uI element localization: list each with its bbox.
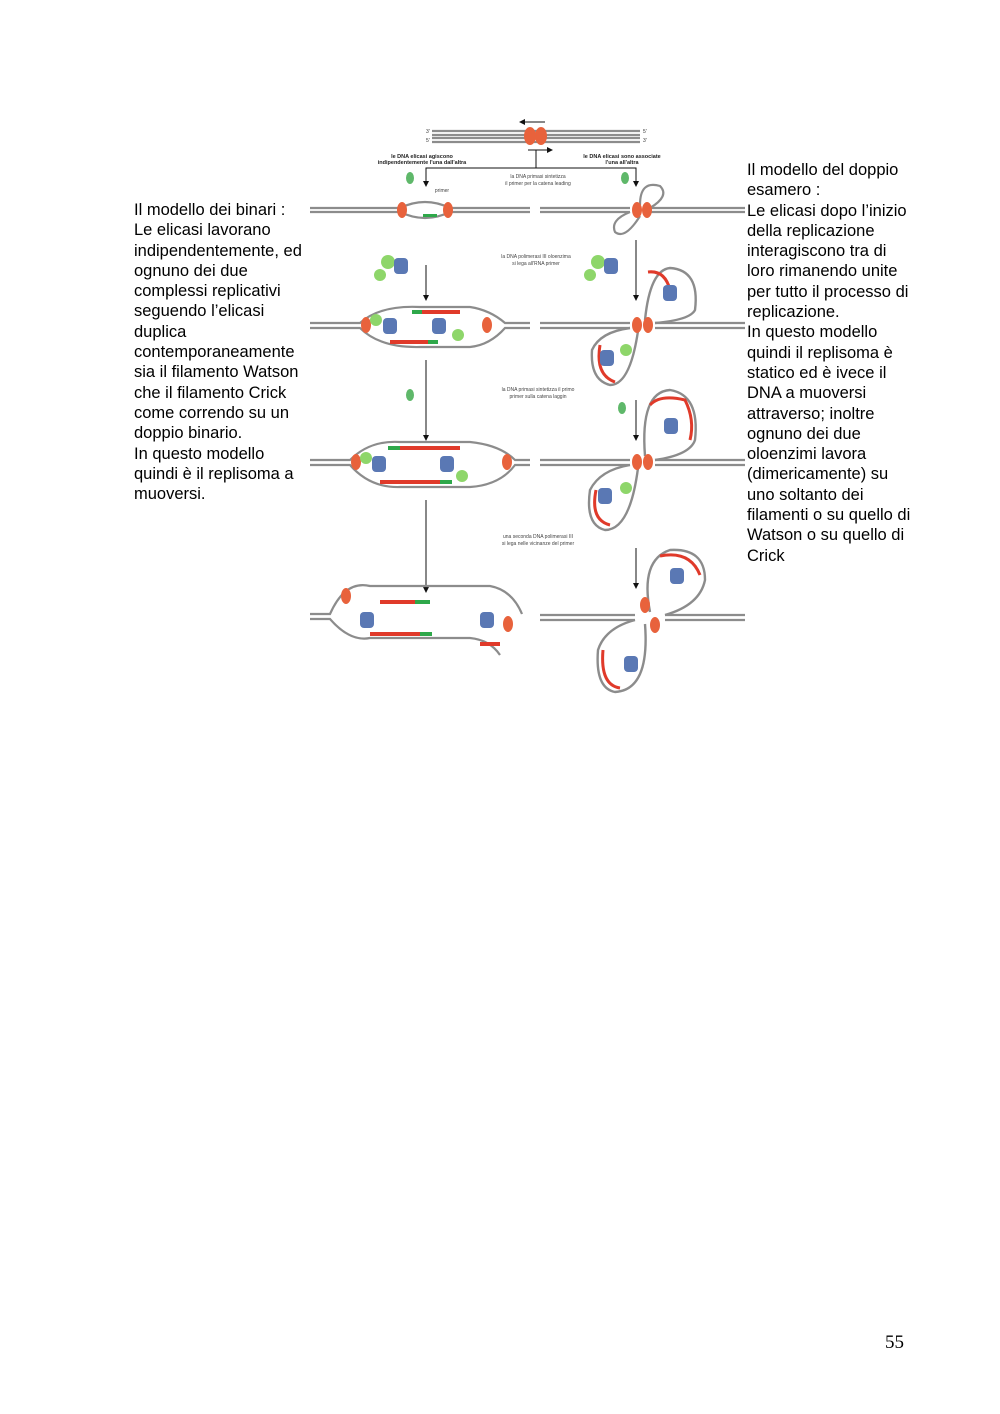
step3-line1: la DNA primasi sintetizza il primo (502, 387, 575, 393)
helicase-icon (643, 454, 653, 470)
helicase-icon (502, 454, 512, 470)
polymerase-icon (624, 656, 638, 672)
primase-icon (618, 402, 626, 414)
polymerase-icon (604, 258, 618, 274)
primase-icon (406, 389, 414, 401)
right-title: Il modello del doppio esamero : (747, 160, 937, 201)
left-stage-2 (310, 307, 530, 347)
right-stage-2 (540, 268, 745, 385)
polymerase-icon (440, 456, 454, 472)
step1-line1: la DNA primasi sintetizza (510, 174, 566, 180)
helicase-icon (351, 454, 361, 470)
left-stage-3 (310, 442, 530, 487)
header-right-line2: l'una all'altra (605, 160, 639, 166)
polymerase-icon (663, 285, 677, 301)
right-description: Il modello del doppio esamero : Le elica… (747, 160, 937, 566)
helicase-icon (632, 202, 642, 218)
left-title: Il modello dei binari : (134, 200, 319, 220)
polymerase-icon (394, 258, 408, 274)
helicase-icon (640, 597, 650, 613)
polymerase-icon (383, 318, 397, 334)
left-conclusion: In questo modello quindi è il replisoma … (134, 444, 319, 505)
helicase-icon (632, 454, 642, 470)
helicase-icon (642, 202, 652, 218)
polymerase-icon (600, 350, 614, 366)
right-conclusion: In questo modello quindi il replisoma è … (747, 322, 937, 566)
polymerase-approaching (374, 255, 408, 281)
helicase-icon (643, 317, 653, 333)
step4-line2: si lega nelle vicinanze del primer (502, 541, 575, 547)
replication-models-figure: 3' 5' 5' 3' le DNA elicasi agiscono indi… (300, 110, 760, 710)
primase-icon (406, 172, 414, 184)
helicase-icon (650, 617, 660, 633)
helicase-icon (503, 616, 513, 632)
end-label: 5' (643, 129, 647, 135)
initial-dna-duplex: 3' 5' 5' 3' (426, 122, 647, 150)
polymerase-icon (664, 418, 678, 434)
primase-icon (621, 172, 629, 184)
step2-line2: si lega all'RNA primer (512, 261, 560, 267)
helicase-icon (361, 317, 371, 333)
left-body: Le elicasi lavorano indipendentemente, e… (134, 220, 319, 443)
end-label: 5' (426, 138, 430, 144)
polymerase-icon (360, 612, 374, 628)
helicase-icon (482, 317, 492, 333)
page-number: 55 (885, 1332, 904, 1354)
right-stage-4 (540, 550, 745, 692)
end-label: 3' (426, 129, 430, 135)
right-body: Le elicasi dopo l’inizio della replicazi… (747, 201, 937, 323)
polymerase-icon (372, 456, 386, 472)
helicase-icon (535, 127, 547, 145)
primer-label: primer (435, 188, 450, 194)
left-stage-4 (310, 585, 522, 655)
right-stage-3 (540, 390, 745, 530)
polymerase-icon (480, 612, 494, 628)
helicase-icon (524, 127, 536, 145)
step3-line2: primer sulla catena laggin (510, 394, 567, 400)
polymerase-icon (670, 568, 684, 584)
polymerase-icon (432, 318, 446, 334)
helicase-icon (397, 202, 407, 218)
left-stage-1: primer (310, 172, 530, 218)
helicase-icon (341, 588, 351, 604)
end-label: 3' (643, 138, 647, 144)
polymerase-icon (598, 488, 612, 504)
step1-line2: il primer per la catena leading (505, 181, 571, 187)
step2-line1: la DNA polimerasi III oloenzima (501, 254, 571, 260)
header-left-line2: indipendentemente l'una dall'altra (378, 160, 467, 166)
helicase-icon (632, 317, 642, 333)
left-description: Il modello dei binari : Le elicasi lavor… (134, 200, 319, 504)
helicase-icon (443, 202, 453, 218)
step4-line1: una seconda DNA polimerasi III (503, 534, 573, 540)
polymerase-approaching-right (584, 255, 618, 281)
